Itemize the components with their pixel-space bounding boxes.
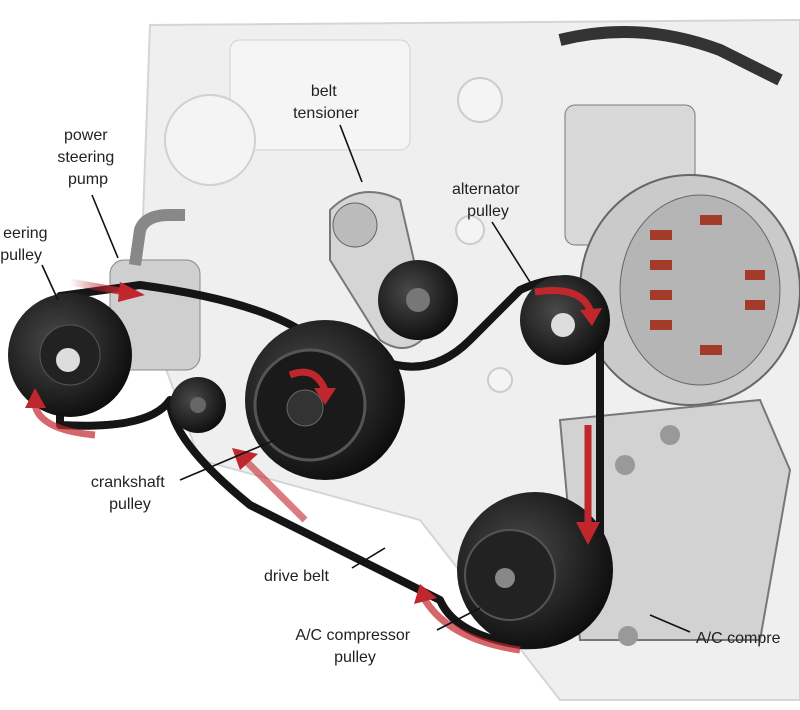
arrow-icon <box>414 584 437 604</box>
label-power-steering-pump: power steering pump <box>57 127 118 188</box>
arrow-icon <box>422 598 521 654</box>
arrow-icon <box>69 278 126 296</box>
arrow-icon <box>25 388 46 408</box>
arrow-icon <box>314 388 336 405</box>
alternator <box>564 104 800 406</box>
arrow-icon <box>232 448 258 470</box>
arrow-icon <box>534 286 594 312</box>
alternator-pulley <box>520 275 610 365</box>
ac-compressor <box>558 398 792 646</box>
label-belt-tensioner: belt tensioner <box>293 83 359 122</box>
arrow-icon <box>576 522 600 545</box>
ac-compressor-pulley <box>457 492 613 648</box>
label-power-steering-pulley: eering pulley <box>0 225 52 264</box>
arrow-icon <box>31 403 96 439</box>
arrow-icon <box>580 308 602 326</box>
label-crankshaft-pulley: crankshaft pulley <box>91 474 169 513</box>
rotation-arrows <box>25 278 602 654</box>
arrow-icon <box>242 457 308 523</box>
belt-tensioner <box>329 191 458 349</box>
arrow-icon <box>288 368 329 392</box>
label-drive-belt: drive belt <box>264 568 329 585</box>
power-steering-pulley <box>8 293 132 417</box>
label-ac-compressor: A/C compre <box>696 630 781 647</box>
labels: power steering pump eering pulley belt t… <box>0 83 780 666</box>
idler-pulley <box>170 377 226 433</box>
label-alternator-pulley: alternator pulley <box>452 181 524 220</box>
arrow-icon <box>118 282 145 302</box>
leader-lines <box>41 124 691 633</box>
label-ac-compressor-pulley: A/C compressor pulley <box>295 627 414 666</box>
